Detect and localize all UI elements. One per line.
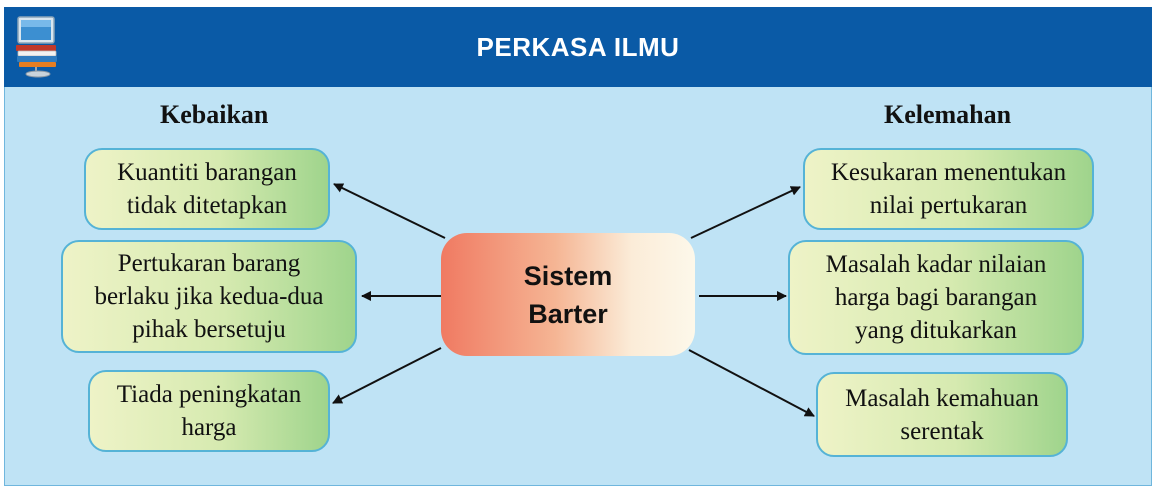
center-line: Barter [528,298,608,329]
box-line: Tiada peningkatan [116,381,302,408]
box-line: yang ditukarkan [855,317,1017,344]
box-line: harga bagi barangan [834,284,1038,311]
kelemahan-box-kesukaran: Kesukaran menentukan nilai pertukaran [803,148,1094,230]
center-line: Sistem [523,260,613,291]
box-line: nilai pertukaran [869,192,1028,219]
kelemahan-heading: Kelemahan [884,100,1012,129]
box-line: berlaku jika kedua-dua [94,283,324,310]
box-line: serentak [900,417,984,445]
sistem-barter-box: Sistem Barter [441,233,695,356]
kelemahan-box-masalah-kadar: Masalah kadar nilaian harga bagi baranga… [788,240,1084,355]
kebaikan-box-tiada: Tiada peningkatan harga [88,370,330,452]
box-line: Masalah kadar nilaian [825,251,1047,278]
box-line: Pertukaran barang [117,250,301,277]
page-title: PERKASA ILMU [476,32,680,62]
computer-books-icon [16,16,57,78]
kebaikan-box-pertukaran: Pertukaran barang berlaku jika kedua-dua… [61,240,357,353]
kelemahan-box-masalah-kemahuan: Masalah kemahuan serentak [816,372,1068,457]
box-line: Masalah kemahuan [845,384,1039,412]
box-line: harga [181,414,237,441]
kebaikan-heading: Kebaikan [160,100,269,129]
box-line: tidak ditetapkan [126,192,288,219]
kebaikan-box-kuantiti: Kuantiti barangan tidak ditetapkan [84,148,330,230]
header-bar: PERKASA ILMU [4,7,1152,87]
box-line: Kuantiti barangan [117,159,297,186]
box-line: Kesukaran menentukan [830,159,1067,186]
box-line: pihak bersetuju [132,316,286,343]
